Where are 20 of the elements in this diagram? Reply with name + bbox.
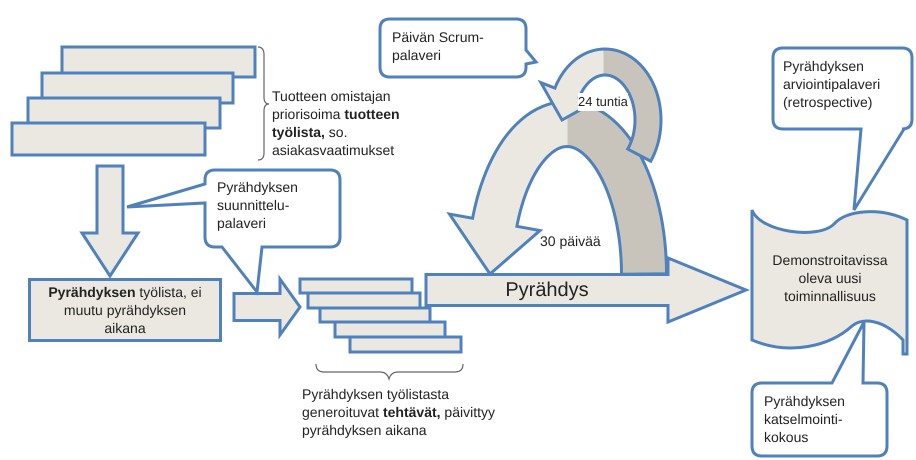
cycle-symbol	[539, 46, 664, 161]
bracket-label: Pyrähdyksen työlistasta generoituvat tehtävät, päivittyy pyrähdyksen aikana	[302, 385, 496, 439]
speech-bubble	[378, 17, 538, 79]
node-text: Demonstroitavissa oleva uusi toiminnallisuus	[771, 251, 889, 305]
callout-text: Pyrähdyksen arviointipalaveri (retrospective)	[783, 57, 882, 111]
node-text: Pyrähdyksen työlista, ei muutu pyrähdyksen aikana	[47, 283, 203, 337]
speech-bubble	[771, 46, 914, 212]
speech-bubble	[750, 320, 889, 458]
callout-text: Pyrähdyksen katselmointi-kokous	[764, 392, 846, 446]
callout-text: Pyrähdyksen suunnittelu-palaveri	[217, 178, 299, 232]
block-arrow	[79, 164, 141, 279]
callout-text: Päivän Scrum-palaveri	[392, 28, 485, 64]
block-arrow	[232, 274, 302, 340]
duration-label: 24 tuntia	[578, 93, 628, 111]
card-stack-drawing	[298, 276, 463, 354]
backlog-box	[28, 278, 222, 342]
block-arrow	[424, 256, 750, 324]
bracket-label: Tuotteen omistajan priorisoima tuotteen työlista, so. asiakasvaatimukset	[272, 87, 401, 159]
duration-label: 30 päivää	[540, 232, 601, 250]
edge-label: Pyrähdys	[504, 278, 590, 302]
